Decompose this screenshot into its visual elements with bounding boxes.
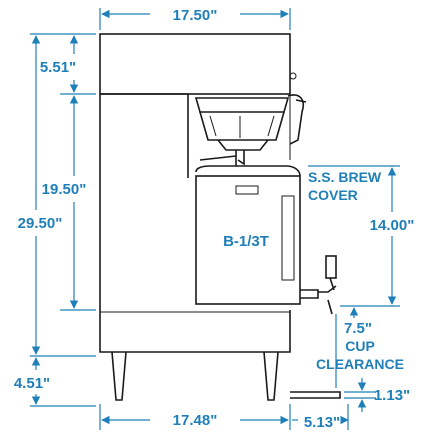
faucet-handle bbox=[325, 255, 337, 279]
brew-cover-label-line2: COVER bbox=[308, 187, 358, 203]
dim-total-height-label: 29.50" bbox=[18, 215, 63, 232]
dim-tray-depth bbox=[292, 404, 349, 430]
brew-funnel bbox=[194, 94, 307, 151]
dim-base-width-label: 17.48" bbox=[173, 412, 218, 429]
server-handle bbox=[235, 185, 259, 195]
dim-mid-height-label: 19.50" bbox=[42, 181, 87, 198]
dim-server-height bbox=[308, 165, 400, 307]
dim-left-stack bbox=[30, 33, 96, 407]
dim-base-width bbox=[99, 404, 291, 430]
dim-tray-height-label: 1.13" bbox=[374, 387, 410, 404]
dim-cup-clearance bbox=[335, 307, 359, 388]
server bbox=[195, 165, 337, 315]
cup-clearance-label-line2: CLEARANCE bbox=[316, 356, 404, 372]
sight-glass bbox=[281, 195, 295, 281]
brewer-outline bbox=[99, 33, 297, 353]
dim-leg-height-label: 4.51" bbox=[14, 375, 50, 392]
dim-server-height-label: 14.00" bbox=[370, 217, 415, 234]
dim-cup-clearance-label: 7.5" bbox=[344, 320, 372, 337]
server-model-label: B-1/3T bbox=[223, 233, 269, 250]
cup-clearance-label-line1: CUP bbox=[345, 338, 375, 354]
brew-cover-label-line1: S.S. BREW bbox=[308, 169, 382, 185]
dim-upper-height-label: 5.51" bbox=[40, 59, 76, 76]
dim-tray-depth-label: 5.13" bbox=[304, 414, 340, 431]
legs bbox=[111, 351, 341, 401]
dim-tray-height bbox=[344, 378, 376, 412]
brew-cover-pointer bbox=[199, 150, 245, 166]
knob-icon bbox=[289, 72, 297, 80]
dim-top-width bbox=[99, 8, 291, 30]
dim-top-width-label: 17.50" bbox=[173, 7, 218, 24]
